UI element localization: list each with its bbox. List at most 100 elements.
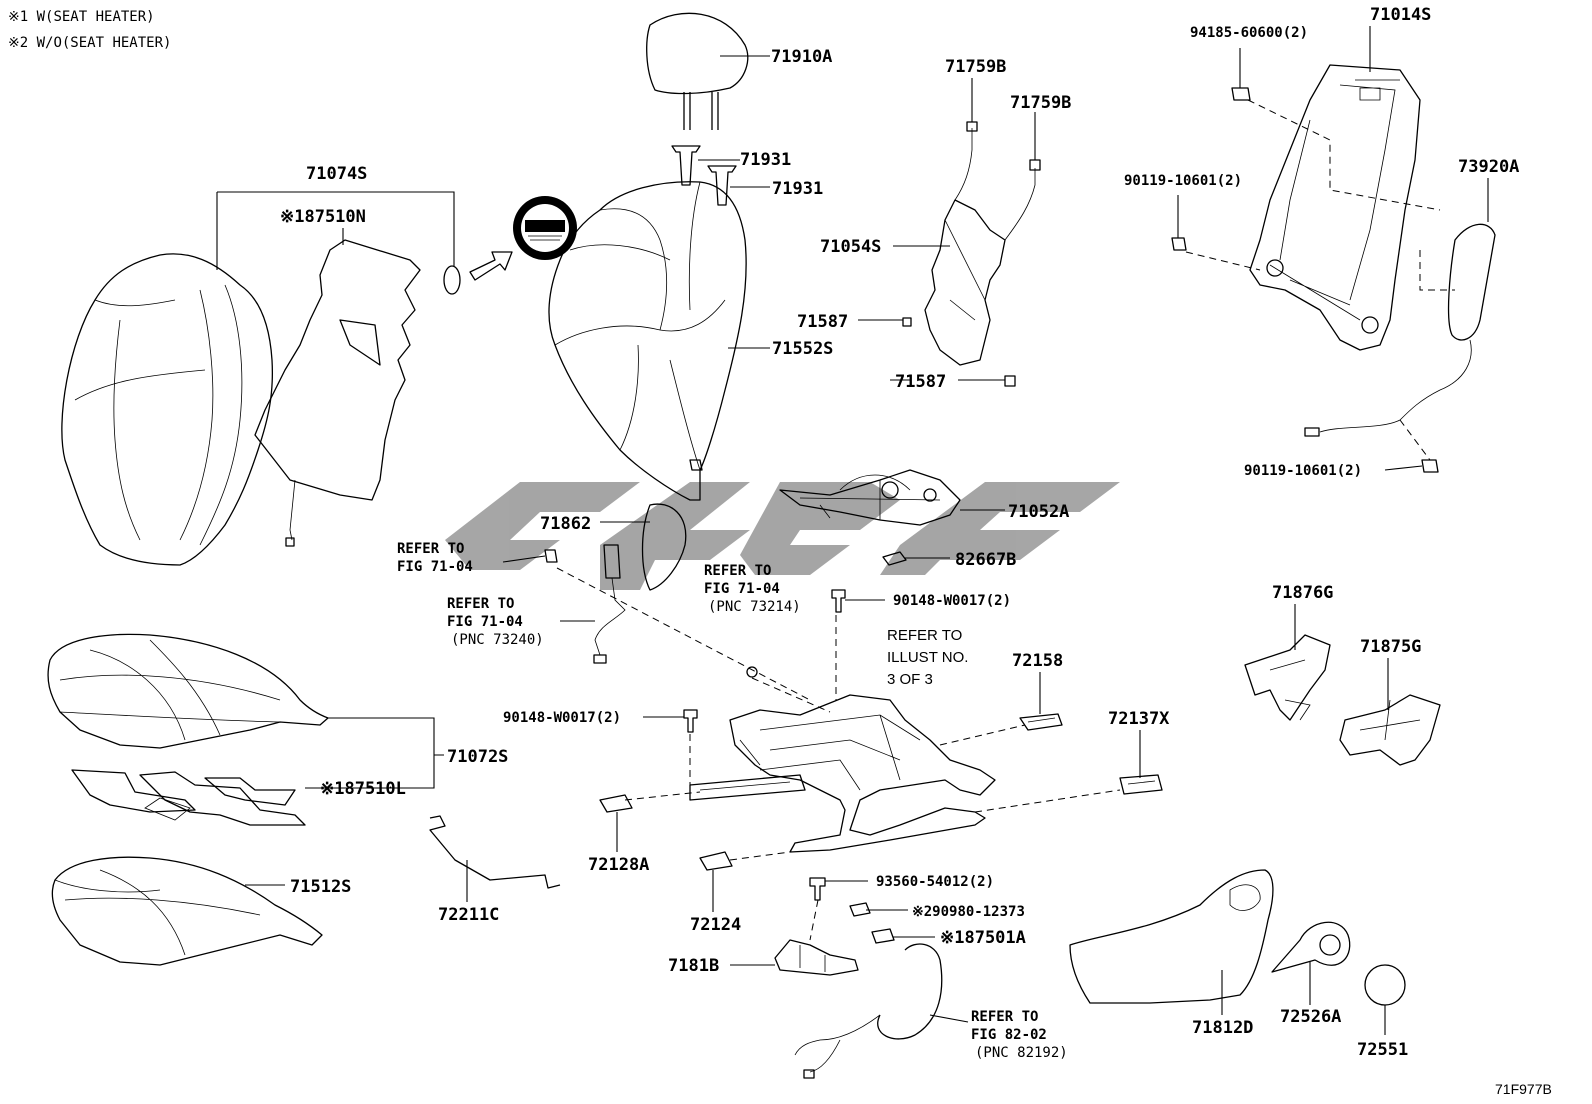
- label-87501A[interactable]: ※187501A: [940, 928, 1026, 948]
- label-71875G[interactable]: 71875G: [1360, 637, 1421, 657]
- label-90148-upper[interactable]: 90148-W0017(2): [893, 593, 1011, 609]
- label-71074S[interactable]: 71074S: [306, 164, 367, 184]
- recliner-knob-72526A: [1271, 921, 1351, 973]
- label-72551[interactable]: 72551: [1357, 1040, 1408, 1060]
- label-71931-lower[interactable]: 71931: [772, 179, 823, 199]
- headrest-guide-71931: [671, 145, 737, 206]
- heater-mat-87510L: [71, 769, 306, 826]
- label-71759B-left[interactable]: 71759B: [945, 57, 1006, 77]
- ref2-line1: REFER TO: [704, 563, 771, 579]
- label-90148-lower[interactable]: 90148-W0017(2): [503, 710, 621, 726]
- label-71072S[interactable]: 71072S: [447, 747, 508, 767]
- hog-ring-71074S: [443, 265, 461, 295]
- label-94185-60600[interactable]: 94185-60600(2): [1190, 25, 1308, 41]
- label-71552S[interactable]: 71552S: [772, 339, 833, 359]
- label-71052A[interactable]: 71052A: [1008, 502, 1069, 522]
- reference-fig-71-04-pnc-73214[interactable]: REFER TO FIG 71-04 (PNC 73214): [704, 563, 801, 615]
- hog-ring-tool-icon: [513, 196, 577, 260]
- seatbelt-buckle: [544, 544, 626, 664]
- label-82667B[interactable]: 82667B: [955, 550, 1016, 570]
- label-7181B[interactable]: 7181B: [668, 956, 719, 976]
- note-seat-heater: ※1 W(SEAT HEATER): [8, 9, 155, 25]
- label-73920A[interactable]: 73920A: [1458, 157, 1519, 177]
- ref4-line2: ILLUST NO.: [887, 649, 968, 666]
- label-90119-lower[interactable]: 90119-10601(2): [1244, 463, 1362, 479]
- connector-90980: [849, 902, 871, 917]
- ref1-line1: REFER TO: [397, 541, 464, 557]
- label-71931-upper[interactable]: 71931: [740, 150, 791, 170]
- side-shield-71812D: [1069, 869, 1274, 1004]
- ref4-line3: 3 OF 3: [887, 671, 933, 688]
- cover-72124: [699, 851, 733, 871]
- leader-lines: [216, 26, 1489, 1035]
- label-71910A[interactable]: 71910A: [771, 47, 832, 67]
- label-71876G[interactable]: 71876G: [1272, 583, 1333, 603]
- dashed-guides: [556, 99, 1455, 941]
- reference-notes: REFER TO FIG 71-04 REFER TO FIG 71-04 (P…: [397, 541, 1068, 1061]
- note-without-seat-heater: ※2 W/O(SEAT HEATER): [8, 35, 172, 51]
- label-71812D[interactable]: 71812D: [1192, 1018, 1253, 1038]
- reference-fig-71-04-a[interactable]: REFER TO FIG 71-04: [397, 541, 473, 575]
- cover-72137X: [1119, 774, 1163, 795]
- part-labels: 71910A 71931 71931 71074S ※187510N 71759…: [280, 5, 1519, 1060]
- bracket-7181B: [774, 939, 859, 976]
- label-87510N[interactable]: ※187510N: [280, 207, 366, 227]
- cap-72551: [1364, 964, 1406, 1006]
- ref4-line1: REFER TO: [887, 627, 962, 644]
- label-71587-lower[interactable]: 71587: [895, 372, 946, 392]
- ref5-line2: FIG 82-02: [971, 1027, 1047, 1043]
- ref3-line1: REFER TO: [447, 596, 514, 612]
- bolt-90148-lower: [683, 709, 698, 733]
- label-71587-upper[interactable]: 71587: [797, 312, 848, 332]
- seat-back-plate-71054S: [902, 121, 1041, 387]
- label-72526A[interactable]: 72526A: [1280, 1007, 1341, 1027]
- label-72158[interactable]: 72158: [1012, 651, 1063, 671]
- ref5-line1: REFER TO: [971, 1009, 1038, 1025]
- cushion-cover-71072S: [47, 633, 329, 749]
- label-72137X[interactable]: 72137X: [1108, 709, 1170, 729]
- seat-back-frame-71552S: [548, 181, 747, 501]
- label-71862[interactable]: 71862: [540, 514, 591, 534]
- label-71054S[interactable]: 71054S: [820, 237, 881, 257]
- direction-arrow-icon: [469, 251, 513, 281]
- ref3-line2: FIG 71-04: [447, 614, 523, 630]
- ref3-line3: (PNC 73240): [451, 632, 544, 648]
- bracket-71875G: [1339, 694, 1441, 766]
- headrest-71910A: [646, 12, 749, 130]
- seat-frame-assembly: [689, 694, 996, 853]
- ref2-line3: (PNC 73214): [708, 599, 801, 615]
- bolt-90148-upper: [831, 589, 846, 613]
- bolt-93560: [809, 877, 826, 901]
- ecu-87501A: [871, 928, 895, 944]
- label-90980-12373[interactable]: ※290980-12373: [912, 904, 1025, 920]
- label-71014S[interactable]: 71014S: [1370, 5, 1431, 25]
- side-airbag-73920A: [1304, 223, 1496, 473]
- reference-fig-71-04-pnc-73240[interactable]: REFER TO FIG 71-04 (PNC 73240): [447, 596, 544, 648]
- reference-fig-82-02-pnc-82192[interactable]: REFER TO FIG 82-02 (PNC 82192): [971, 1009, 1068, 1061]
- label-71759B-right[interactable]: 71759B: [1010, 93, 1071, 113]
- wire-harness-82192: [794, 943, 943, 1079]
- illustration-code: 71F977B: [1495, 1081, 1552, 1097]
- label-93560-54012[interactable]: 93560-54012(2): [876, 874, 994, 890]
- side-cover-71862: [641, 503, 687, 591]
- ref2-line2: FIG 71-04: [704, 581, 780, 597]
- washer: [746, 666, 758, 678]
- reference-illust-3-of-3[interactable]: REFER TO ILLUST NO. 3 OF 3: [887, 627, 968, 688]
- seat-back-cover-71074S: [61, 253, 274, 566]
- label-72211C[interactable]: 72211C: [438, 905, 499, 925]
- label-72124[interactable]: 72124: [690, 915, 741, 935]
- label-71512S[interactable]: 71512S: [290, 877, 351, 897]
- cushion-pad-71512S: [51, 856, 323, 966]
- watermark-logo: [445, 482, 1120, 590]
- ref5-line3: (PNC 82192): [975, 1045, 1068, 1061]
- label-90119-upper[interactable]: 90119-10601(2): [1124, 173, 1242, 189]
- heater-mat-87510N: [254, 239, 421, 547]
- label-72128A[interactable]: 72128A: [588, 855, 649, 875]
- label-87510L[interactable]: ※187510L: [320, 779, 406, 799]
- cover-72128A: [599, 794, 633, 813]
- cover-72158: [1019, 713, 1063, 731]
- seat-mechanism-71052A: [779, 469, 961, 526]
- ref1-line2: FIG 71-04: [397, 559, 473, 575]
